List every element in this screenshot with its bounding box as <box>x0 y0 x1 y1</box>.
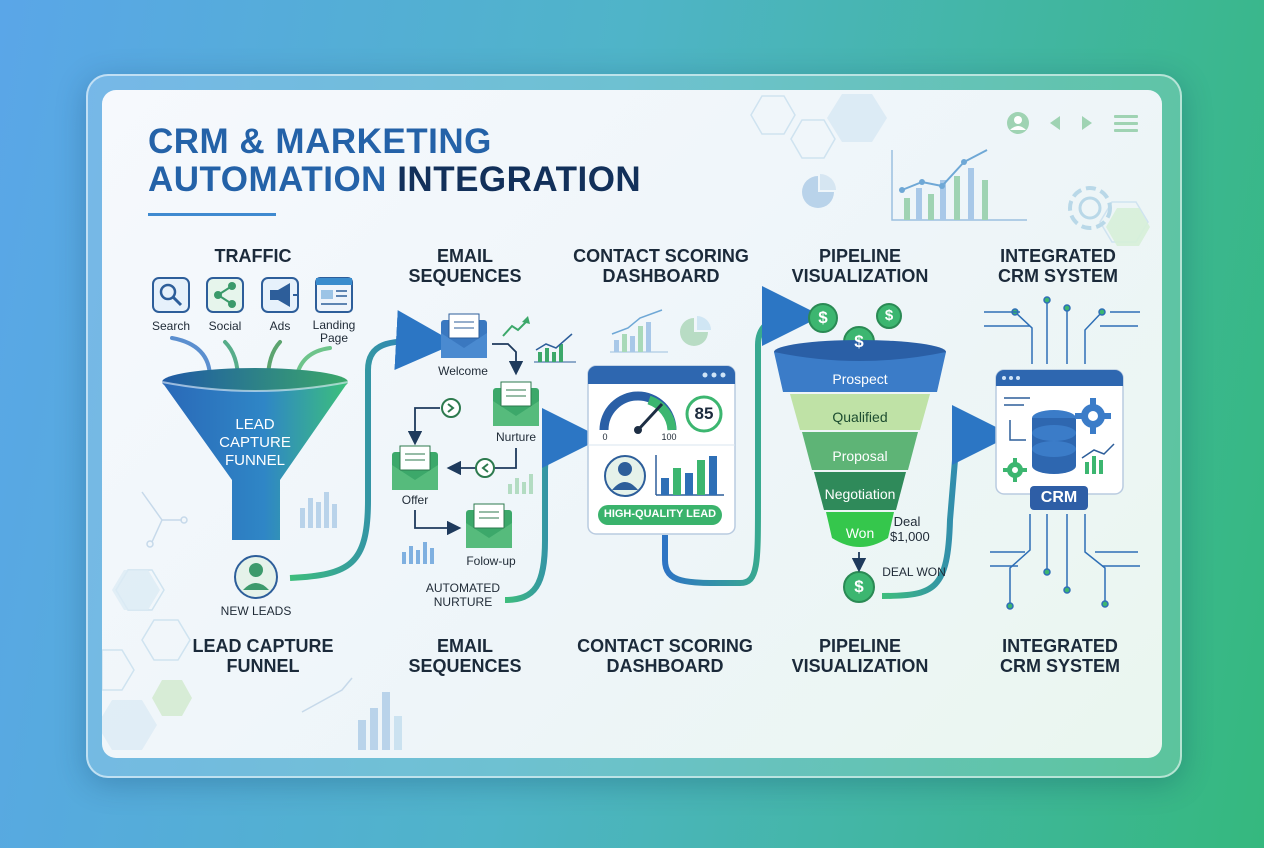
lead-capture-funnel <box>161 368 349 540</box>
small-gear-icon <box>1003 458 1027 482</box>
background-decoration <box>102 94 1150 750</box>
email-trend-chart <box>502 316 576 363</box>
dollar-sign-3: $ <box>854 332 864 351</box>
stage-negotiation: Negotiation <box>824 486 896 502</box>
forward-icon <box>1082 116 1092 130</box>
scoring-top-decor <box>610 309 711 353</box>
dollar-sign-4: $ <box>854 577 864 596</box>
window-controls <box>1007 112 1138 134</box>
stage-qualified: Qualified <box>832 409 888 425</box>
stage-won: Won <box>845 525 875 541</box>
database-icon <box>1032 410 1076 474</box>
email-label-offer: Offer <box>401 493 429 507</box>
pipeline-funnel <box>774 340 946 547</box>
followup-email-icon <box>466 503 512 548</box>
traffic-megaphone-icon <box>261 277 299 313</box>
stage-proposal: Proposal <box>832 448 888 464</box>
heading-traffic: TRAFFIC <box>214 246 292 266</box>
traffic-label-ads: Ads <box>269 319 291 333</box>
traffic-label-social: Social <box>208 319 242 333</box>
title-underline <box>148 213 276 216</box>
lead-score-value: 85 <box>694 404 714 423</box>
scoring-avatar <box>604 455 646 497</box>
email-bar-chart-small <box>508 474 533 494</box>
email-label-welcome: Welcome <box>438 364 488 378</box>
deal-value-label: Deal$1,000 <box>890 514 930 544</box>
stage-prospect: Prospect <box>832 371 888 387</box>
user-icon <box>1007 112 1029 134</box>
traffic-search-icon <box>152 277 190 313</box>
page-title-line1: CRM & MARKETING <box>148 122 492 161</box>
traffic-landing-page-icon <box>315 277 353 313</box>
high-quality-lead-text: HIGH-QUALITY LEAD <box>603 508 717 520</box>
email-forward-chevron-icon <box>441 398 461 418</box>
gear-icon <box>1075 398 1111 434</box>
gauge-min-label: 0 <box>602 432 608 442</box>
page-title-line2: AUTOMATION INTEGRATION <box>148 160 642 199</box>
offer-email-icon <box>392 445 438 490</box>
dollar-coin-icon-2 <box>876 303 902 329</box>
dollar-coin-icon-1 <box>808 303 838 333</box>
menu-icon <box>1114 115 1138 132</box>
email-label-followup: Folow-up <box>466 554 516 568</box>
traffic-label-search: Search <box>151 319 191 333</box>
scoring-gauge <box>599 391 677 434</box>
email-bar-chart-left <box>402 542 434 564</box>
new-leads-avatar <box>234 555 278 599</box>
gauge-max-label: 100 <box>661 432 677 442</box>
crm-connectors <box>984 296 1140 610</box>
deal-won-label: DEAL WON <box>882 565 946 579</box>
email-back-chevron-icon <box>475 458 495 478</box>
high-quality-lead-badge <box>598 505 722 525</box>
traffic-share-icon <box>206 277 244 313</box>
back-icon <box>1050 116 1060 130</box>
crm-badge <box>1030 486 1088 510</box>
email-label-nurture: Nurture <box>495 430 536 444</box>
welcome-email-icon <box>441 313 487 358</box>
dollar-sign-2: $ <box>884 307 894 324</box>
new-leads-label: NEW LEADS <box>220 604 292 618</box>
score-circle <box>685 395 723 433</box>
nurture-email-icon <box>493 381 539 426</box>
scoring-bar-chart <box>655 455 724 496</box>
crm-label: CRM <box>1040 489 1078 506</box>
dollar-sign-1: $ <box>818 308 828 327</box>
crm-mini-chart <box>1081 443 1115 474</box>
